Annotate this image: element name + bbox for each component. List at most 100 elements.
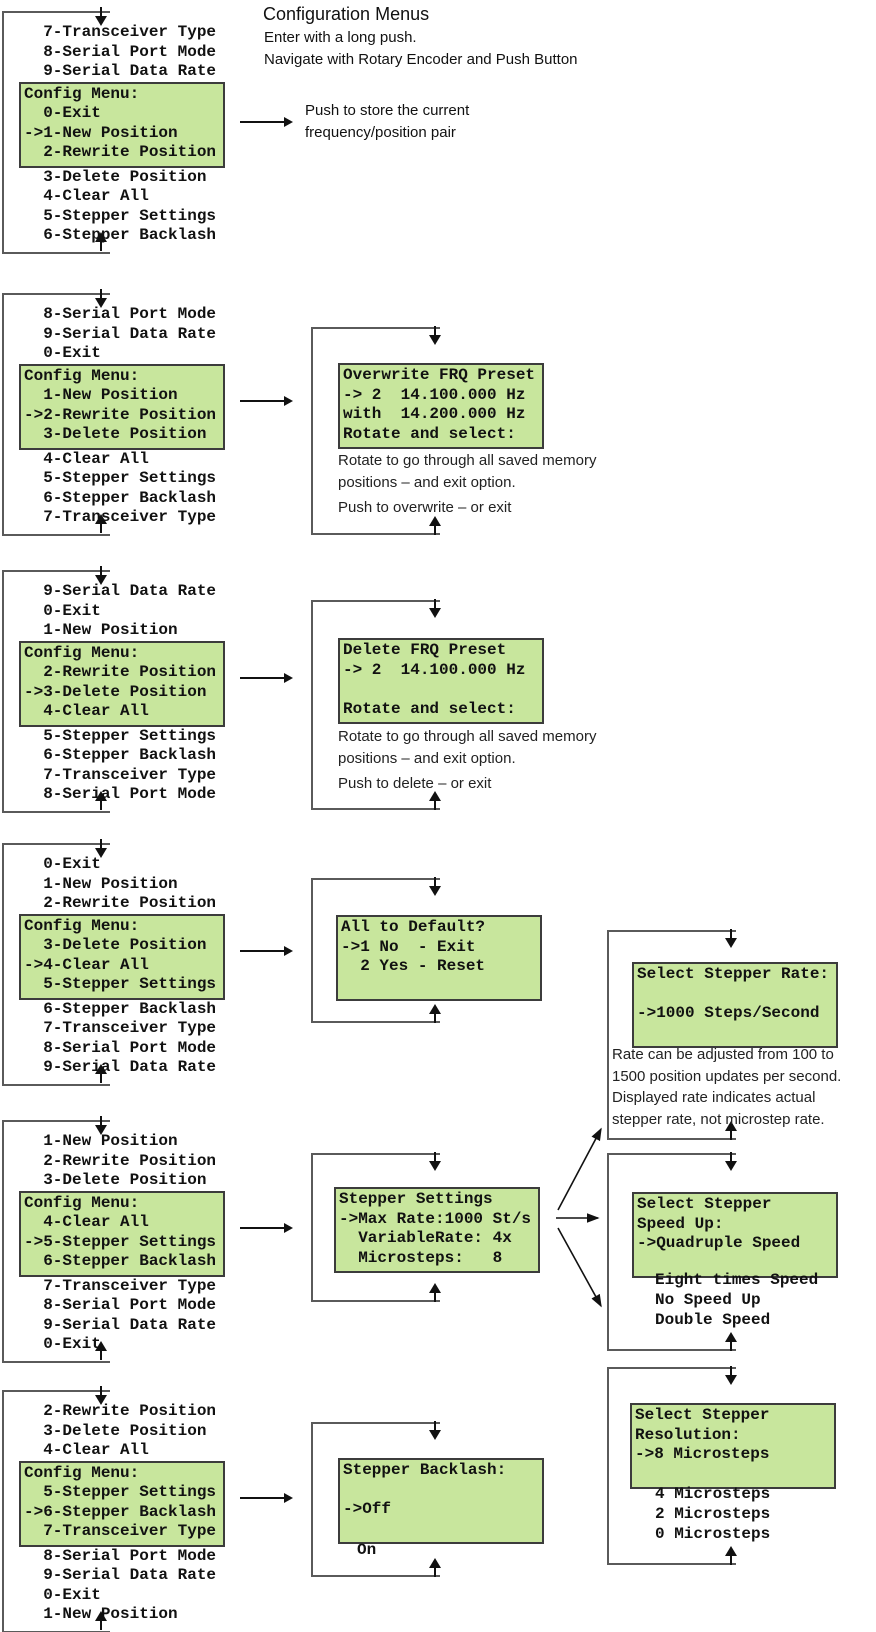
menu-items-above: 7-Transceiver Type 8-Serial Port Mode 9-…: [24, 23, 217, 80]
subtitle-navigate: Navigate with Rotary Encoder and Push Bu…: [264, 51, 578, 68]
stepper-backlash-flow: Stepper Backlash:->Off On: [311, 1421, 611, 1577]
loop-arrow-up-icon: [725, 1546, 737, 1565]
menu-items-above: 8-Serial Port Mode 9-Serial Data Rate 0-…: [24, 305, 217, 362]
loop-arrow-up-icon: [429, 1283, 441, 1302]
loop-arrow-down-icon: [429, 599, 441, 618]
loop-border: [311, 327, 440, 535]
flow-arrow-right-icon: [240, 396, 293, 406]
select-stepper-rate-flow: Select Stepper Rate:->1000 Steps/Second …: [607, 929, 876, 1140]
menu-items-below: 5-Stepper Settings 6-Stepper Backlash 7-…: [24, 726, 217, 804]
loop-border: [2, 293, 110, 536]
loop-arrow-up-icon: [95, 791, 107, 810]
loop-arrow-down-icon: [429, 877, 441, 896]
config-menu-screen-4: Config Menu: 3-Delete Position->4-Clear …: [19, 913, 225, 1000]
config-menu-screen-6: Config Menu: 5-Stepper Settings->6-Stepp…: [19, 1460, 225, 1547]
stepper-settings-fanout-arrows: [556, 1127, 602, 1308]
loop-border: [607, 930, 736, 1140]
backlash-option-on: On: [357, 1541, 377, 1559]
menu-items-above: 0-Exit 1-New Position 2-Rewrite Position: [24, 855, 217, 912]
select-stepper-rate-screen: Select Stepper Rate:->1000 Steps/Second: [632, 962, 838, 1048]
menu-items-below: 7-Transceiver Type 8-Serial Port Mode 9-…: [24, 1276, 217, 1354]
loop-arrow-down-icon: [429, 1421, 441, 1440]
all-to-default-flow: All to Default?->1 No - Exit 2 Yes - Res…: [311, 877, 611, 1023]
loop-border: [311, 600, 440, 810]
loop-arrow-up-icon: [429, 1004, 441, 1023]
menu-items-above: 2-Rewrite Position 3-Delete Position 4-C…: [24, 1402, 217, 1459]
config-menu-section-2: 8-Serial Port Mode 9-Serial Data Rate 0-…: [0, 289, 300, 536]
loop-arrow-down-icon: [95, 1116, 107, 1135]
stepper-settings-flow: Stepper Settings->Max Rate:1000 St/s Var…: [311, 1152, 611, 1302]
loop-arrow-down-icon: [725, 1366, 737, 1385]
config-menu-section-4: 0-Exit 1-New Position 2-Rewrite Position…: [0, 839, 300, 1086]
loop-arrow-up-icon: [725, 1332, 737, 1351]
loop-arrow-down-icon: [429, 326, 441, 345]
loop-arrow-down-icon: [95, 7, 107, 26]
loop-border: [2, 843, 110, 1086]
loop-border: [607, 1367, 736, 1565]
loop-arrow-up-icon: [429, 516, 441, 535]
config-menu-screen-1: Config Menu: 0-Exit->1-New Position 2-Re…: [19, 81, 225, 168]
loop-arrow-up-icon: [95, 232, 107, 251]
loop-arrow-down-icon: [725, 929, 737, 948]
menu-items-below: 6-Stepper Backlash 7-Transceiver Type 8-…: [24, 999, 217, 1077]
flow-arrow-right-icon: [240, 1493, 293, 1503]
config-menu-screen-2: Config Menu: 1-New Position->2-Rewrite P…: [19, 363, 225, 450]
config-menu-screen-3: Config Menu: 2-Rewrite Position->3-Delet…: [19, 640, 225, 727]
loop-arrow-up-icon: [95, 1341, 107, 1360]
page-title: Configuration Menus: [263, 4, 430, 24]
menu-items-above: 1-New Position 2-Rewrite Position 3-Dele…: [24, 1132, 217, 1189]
config-menu-section-5: 1-New Position 2-Rewrite Position 3-Dele…: [0, 1116, 300, 1363]
flow-arrow-right-icon: [240, 1223, 293, 1233]
menu-items-below: 8-Serial Port Mode 9-Serial Data Rate 0-…: [24, 1546, 217, 1624]
flow-arrow-right-icon: [240, 117, 293, 127]
loop-arrow-up-icon: [429, 1558, 441, 1577]
loop-arrow-up-icon: [95, 514, 107, 533]
menu-items-above: 9-Serial Data Rate 0-Exit 1-New Position: [24, 582, 217, 639]
stepper-backlash-screen: Stepper Backlash:->Off: [338, 1458, 544, 1544]
delete-caption-2: Push to delete – or exit: [338, 775, 492, 792]
loop-arrow-up-icon: [95, 1611, 107, 1630]
loop-border: [2, 11, 110, 254]
loop-arrow-down-icon: [95, 1386, 107, 1405]
loop-arrow-down-icon: [95, 839, 107, 858]
loop-arrow-up-icon: [429, 791, 441, 810]
subtitle-enter: Enter with a long push.: [264, 29, 417, 46]
loop-arrow-down-icon: [725, 1152, 737, 1171]
loop-border: [311, 878, 440, 1023]
overwrite-caption-2: Push to overwrite – or exit: [338, 499, 512, 516]
loop-arrow-down-icon: [95, 289, 107, 308]
loop-arrow-up-icon: [725, 1121, 737, 1140]
config-menu-section-1: 7-Transceiver Type 8-Serial Port Mode 9-…: [0, 7, 300, 254]
flow-arrow-right-icon: [240, 946, 293, 956]
config-menu-section-3: 9-Serial Data Rate 0-Exit 1-New Position…: [0, 566, 300, 813]
loop-border: [2, 1120, 110, 1363]
config-menu-screen-5: Config Menu: 4-Clear All->5-Stepper Sett…: [19, 1190, 225, 1277]
loop-border: [607, 1153, 736, 1351]
loop-border: [2, 570, 110, 813]
loop-border: [311, 1422, 440, 1577]
loop-border: [311, 1153, 440, 1302]
stepper-settings-screen: Stepper Settings->Max Rate:1000 St/s Var…: [334, 1187, 540, 1273]
all-to-default-screen: All to Default?->1 No - Exit 2 Yes - Res…: [336, 915, 542, 1001]
menu-items-below: 4-Clear All 5-Stepper Settings 6-Stepper…: [24, 449, 217, 527]
loop-arrow-down-icon: [95, 566, 107, 585]
menu-items-below: 3-Delete Position 4-Clear All 5-Stepper …: [24, 167, 217, 245]
flow-arrow-right-icon: [240, 673, 293, 683]
loop-arrow-up-icon: [95, 1064, 107, 1083]
config-menu-section-6: 2-Rewrite Position 3-Delete Position 4-C…: [0, 1386, 300, 1632]
